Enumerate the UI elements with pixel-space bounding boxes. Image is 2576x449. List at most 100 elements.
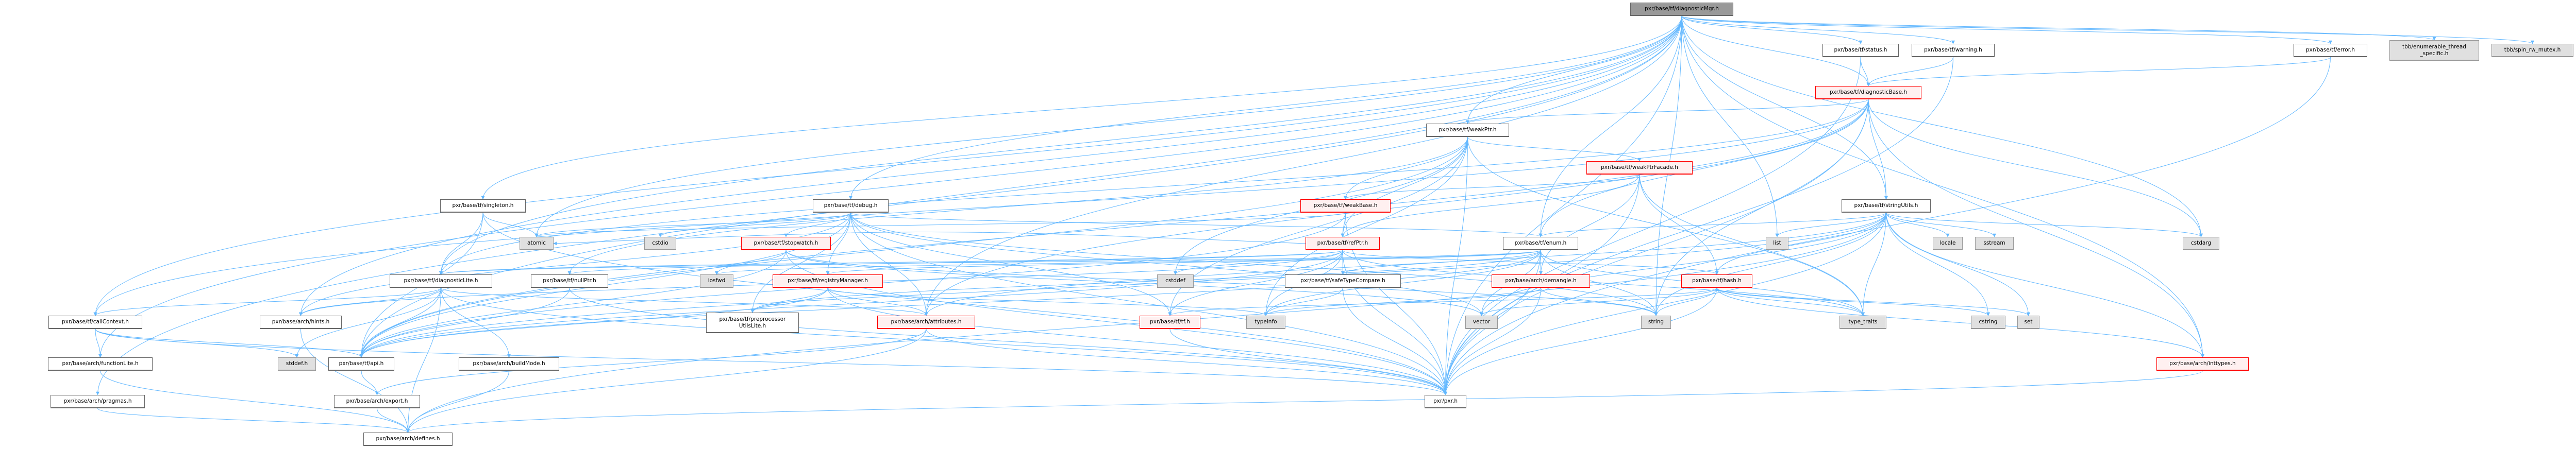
node-hash[interactable]: pxr/base/tf/hash.h (1681, 274, 1752, 288)
edge-enum-to-string (1540, 250, 1658, 316)
node-api[interactable]: pxr/base/tf/api.h (328, 357, 394, 371)
edge-hints-to-defines (300, 329, 410, 433)
edge-diagnostic-lite-to-build-mode (441, 287, 511, 358)
edge-attributes-to-export (375, 329, 927, 395)
edge-diagnostic-base-to-cstdarg (1868, 99, 2203, 237)
node-vector: vector (1465, 316, 1498, 329)
node-safe-type-compare[interactable]: pxr/base/tf/safeTypeCompare.h (1285, 274, 1401, 288)
node-weak-base[interactable]: pxr/base/tf/weakBase.h (1300, 199, 1391, 213)
edge-weak-ptr-to-weak-ptr-facade (1467, 136, 1642, 162)
node-string-utils[interactable]: pxr/base/tf/stringUtils.h (1842, 199, 1931, 213)
node-tbb-ets: tbb/enumerable_thread _specific.h (2389, 40, 2479, 61)
edge-enum-to-registry-manager (826, 250, 1541, 275)
node-enum[interactable]: pxr/base/tf/enum.h (1503, 237, 1578, 250)
node-ref-ptr[interactable]: pxr/base/tf/refPtr.h (1306, 237, 1380, 250)
node-preprocessor-utils-lite[interactable]: pxr/base/tf/preprocessor UtilsLite.h (706, 313, 799, 333)
edge-inttypes-to-defines (406, 370, 2203, 433)
node-null-ptr[interactable]: pxr/base/tf/nullPtr.h (531, 274, 608, 288)
node-build-mode[interactable]: pxr/base/arch/buildMode.h (459, 357, 559, 371)
edge-enum-to-api (359, 250, 1541, 358)
edge-ref-ptr-to-api (359, 250, 1343, 358)
node-attributes[interactable]: pxr/base/arch/attributes.h (877, 316, 975, 329)
node-typeinfo: typeinfo (1246, 316, 1285, 329)
node-hints[interactable]: pxr/base/arch/hints.h (260, 316, 342, 329)
edge-string-utils-to-sstream (1886, 212, 1996, 237)
edge-diagnostic-lite-to-call-context (93, 287, 441, 316)
edge-diagnostic-mgr-to-diagnostic-lite (439, 15, 1682, 275)
edge-debug-to-vector (850, 212, 1483, 316)
edge-call-context-to-api (95, 329, 363, 358)
node-pxr[interactable]: pxr/pxr.h (1425, 395, 1466, 408)
node-locale: locale (1933, 237, 1963, 250)
node-tbb-spin: tbb/spin_rw_mutex.h (2491, 44, 2573, 57)
node-call-context[interactable]: pxr/base/tf/callContext.h (48, 316, 142, 329)
node-defines[interactable]: pxr/base/arch/defines.h (363, 433, 453, 446)
edge-diagnostic-base-to-attributes (924, 99, 1869, 316)
edge-diagnostic-mgr-to-pxr (1444, 15, 1682, 395)
edge-weak-ptr-to-weak-base (1344, 136, 1468, 200)
edge-diagnostic-mgr-to-api (359, 15, 1682, 358)
node-export[interactable]: pxr/base/arch/export.h (334, 395, 420, 408)
edge-diagnostic-base-to-string-utils (1868, 99, 1888, 200)
edge-string-utils-to-locale (1886, 212, 1950, 237)
node-pragmas[interactable]: pxr/base/arch/pragmas.h (51, 395, 145, 408)
edge-debug-to-enum (850, 212, 1543, 237)
edge-ref-ptr-to-cstddef (1174, 250, 1343, 275)
edge-hash-to-pxr (1444, 287, 1717, 395)
edge-enum-to-iosfwd (715, 250, 1541, 275)
edge-ref-ptr-to-type-traits (1342, 250, 1865, 316)
edge-registry-manager-to-pxr (827, 287, 1447, 395)
node-inttypes[interactable]: pxr/base/arch/inttypes.h (2156, 357, 2249, 371)
edge-enum-to-typeinfo (1264, 250, 1541, 316)
edge-safe-type-compare-to-typeinfo (1264, 287, 1343, 316)
edge-ref-ptr-to-tf (1168, 250, 1343, 316)
edge-diagnostic-lite-to-hints (299, 287, 441, 316)
node-registry-manager[interactable]: pxr/base/tf/registryManager.h (773, 274, 883, 288)
node-diagnostic-base[interactable]: pxr/base/tf/diagnosticBase.h (1815, 86, 1921, 99)
node-weak-ptr[interactable]: pxr/base/tf/weakPtr.h (1426, 124, 1509, 137)
node-error[interactable]: pxr/base/tf/error.h (2294, 44, 2367, 57)
node-tf[interactable]: pxr/base/tf/tf.h (1140, 316, 1200, 329)
edge-export-to-defines (377, 408, 410, 433)
edge-diagnostic-mgr-to-cstdarg (1681, 15, 2203, 237)
edge-diagnostic-mgr-to-status (1681, 15, 1863, 44)
node-debug[interactable]: pxr/base/tf/debug.h (813, 199, 889, 213)
edge-registry-manager-to-attributes (827, 287, 928, 316)
edge-hash-to-string (1654, 287, 1717, 316)
node-warning[interactable]: pxr/base/tf/warning.h (1912, 44, 1995, 57)
node-function-lite[interactable]: pxr/base/arch/functionLite.h (48, 357, 153, 371)
edge-build-mode-to-defines (406, 370, 509, 433)
edge-string-utils-to-cstdarg (1886, 212, 2203, 237)
edge-singleton-to-atomic (482, 212, 539, 237)
edge-diagnostic-mgr-to-function-lite (98, 15, 1682, 358)
edge-string-utils-to-set (1886, 212, 2030, 316)
node-singleton[interactable]: pxr/base/tf/singleton.h (440, 199, 526, 213)
edge-ref-ptr-to-diagnostic-lite (439, 250, 1343, 275)
edge-debug-to-pxr (850, 212, 1447, 395)
edge-diagnostic-mgr-to-singleton (481, 15, 1682, 200)
edge-diagnostic-mgr-to-error (1681, 15, 2332, 44)
node-stopwatch[interactable]: pxr/base/tf/stopwatch.h (741, 237, 831, 250)
edge-diagnostic-mgr-to-atomic (534, 15, 1682, 237)
node-stddef: stddef.h (278, 357, 316, 371)
node-cstdio: cstdio (644, 237, 676, 250)
edge-weak-ptr-to-null-ptr (567, 136, 1468, 275)
edge-hash-to-type-traits (1716, 287, 1865, 316)
node-diagnostic-lite[interactable]: pxr/base/tf/diagnosticLite.h (390, 274, 492, 288)
edge-status-to-diagnostic-base (1860, 57, 1870, 87)
edge-diagnostic-mgr-to-tbb-spin (1681, 15, 2534, 44)
edge-debug-to-stopwatch (784, 212, 851, 237)
edge-hash-to-set (1716, 287, 2030, 316)
edge-warning-to-diagnostic-base (1866, 57, 1953, 87)
node-weak-ptr-facade[interactable]: pxr/base/tf/weakPtrFacade.h (1586, 161, 1693, 175)
node-status[interactable]: pxr/base/tf/status.h (1822, 44, 1899, 57)
edge-string-utils-to-list (1775, 212, 1886, 237)
edge-stopwatch-to-iosfwd (715, 250, 787, 275)
edge-hash-to-cstring (1716, 287, 1990, 316)
edge-enum-to-diagnostic-lite (439, 250, 1541, 275)
node-demangle[interactable]: pxr/base/arch/demangle.h (1492, 274, 1590, 288)
node-list: list (1766, 237, 1788, 250)
edge-debug-to-string (850, 212, 1658, 316)
